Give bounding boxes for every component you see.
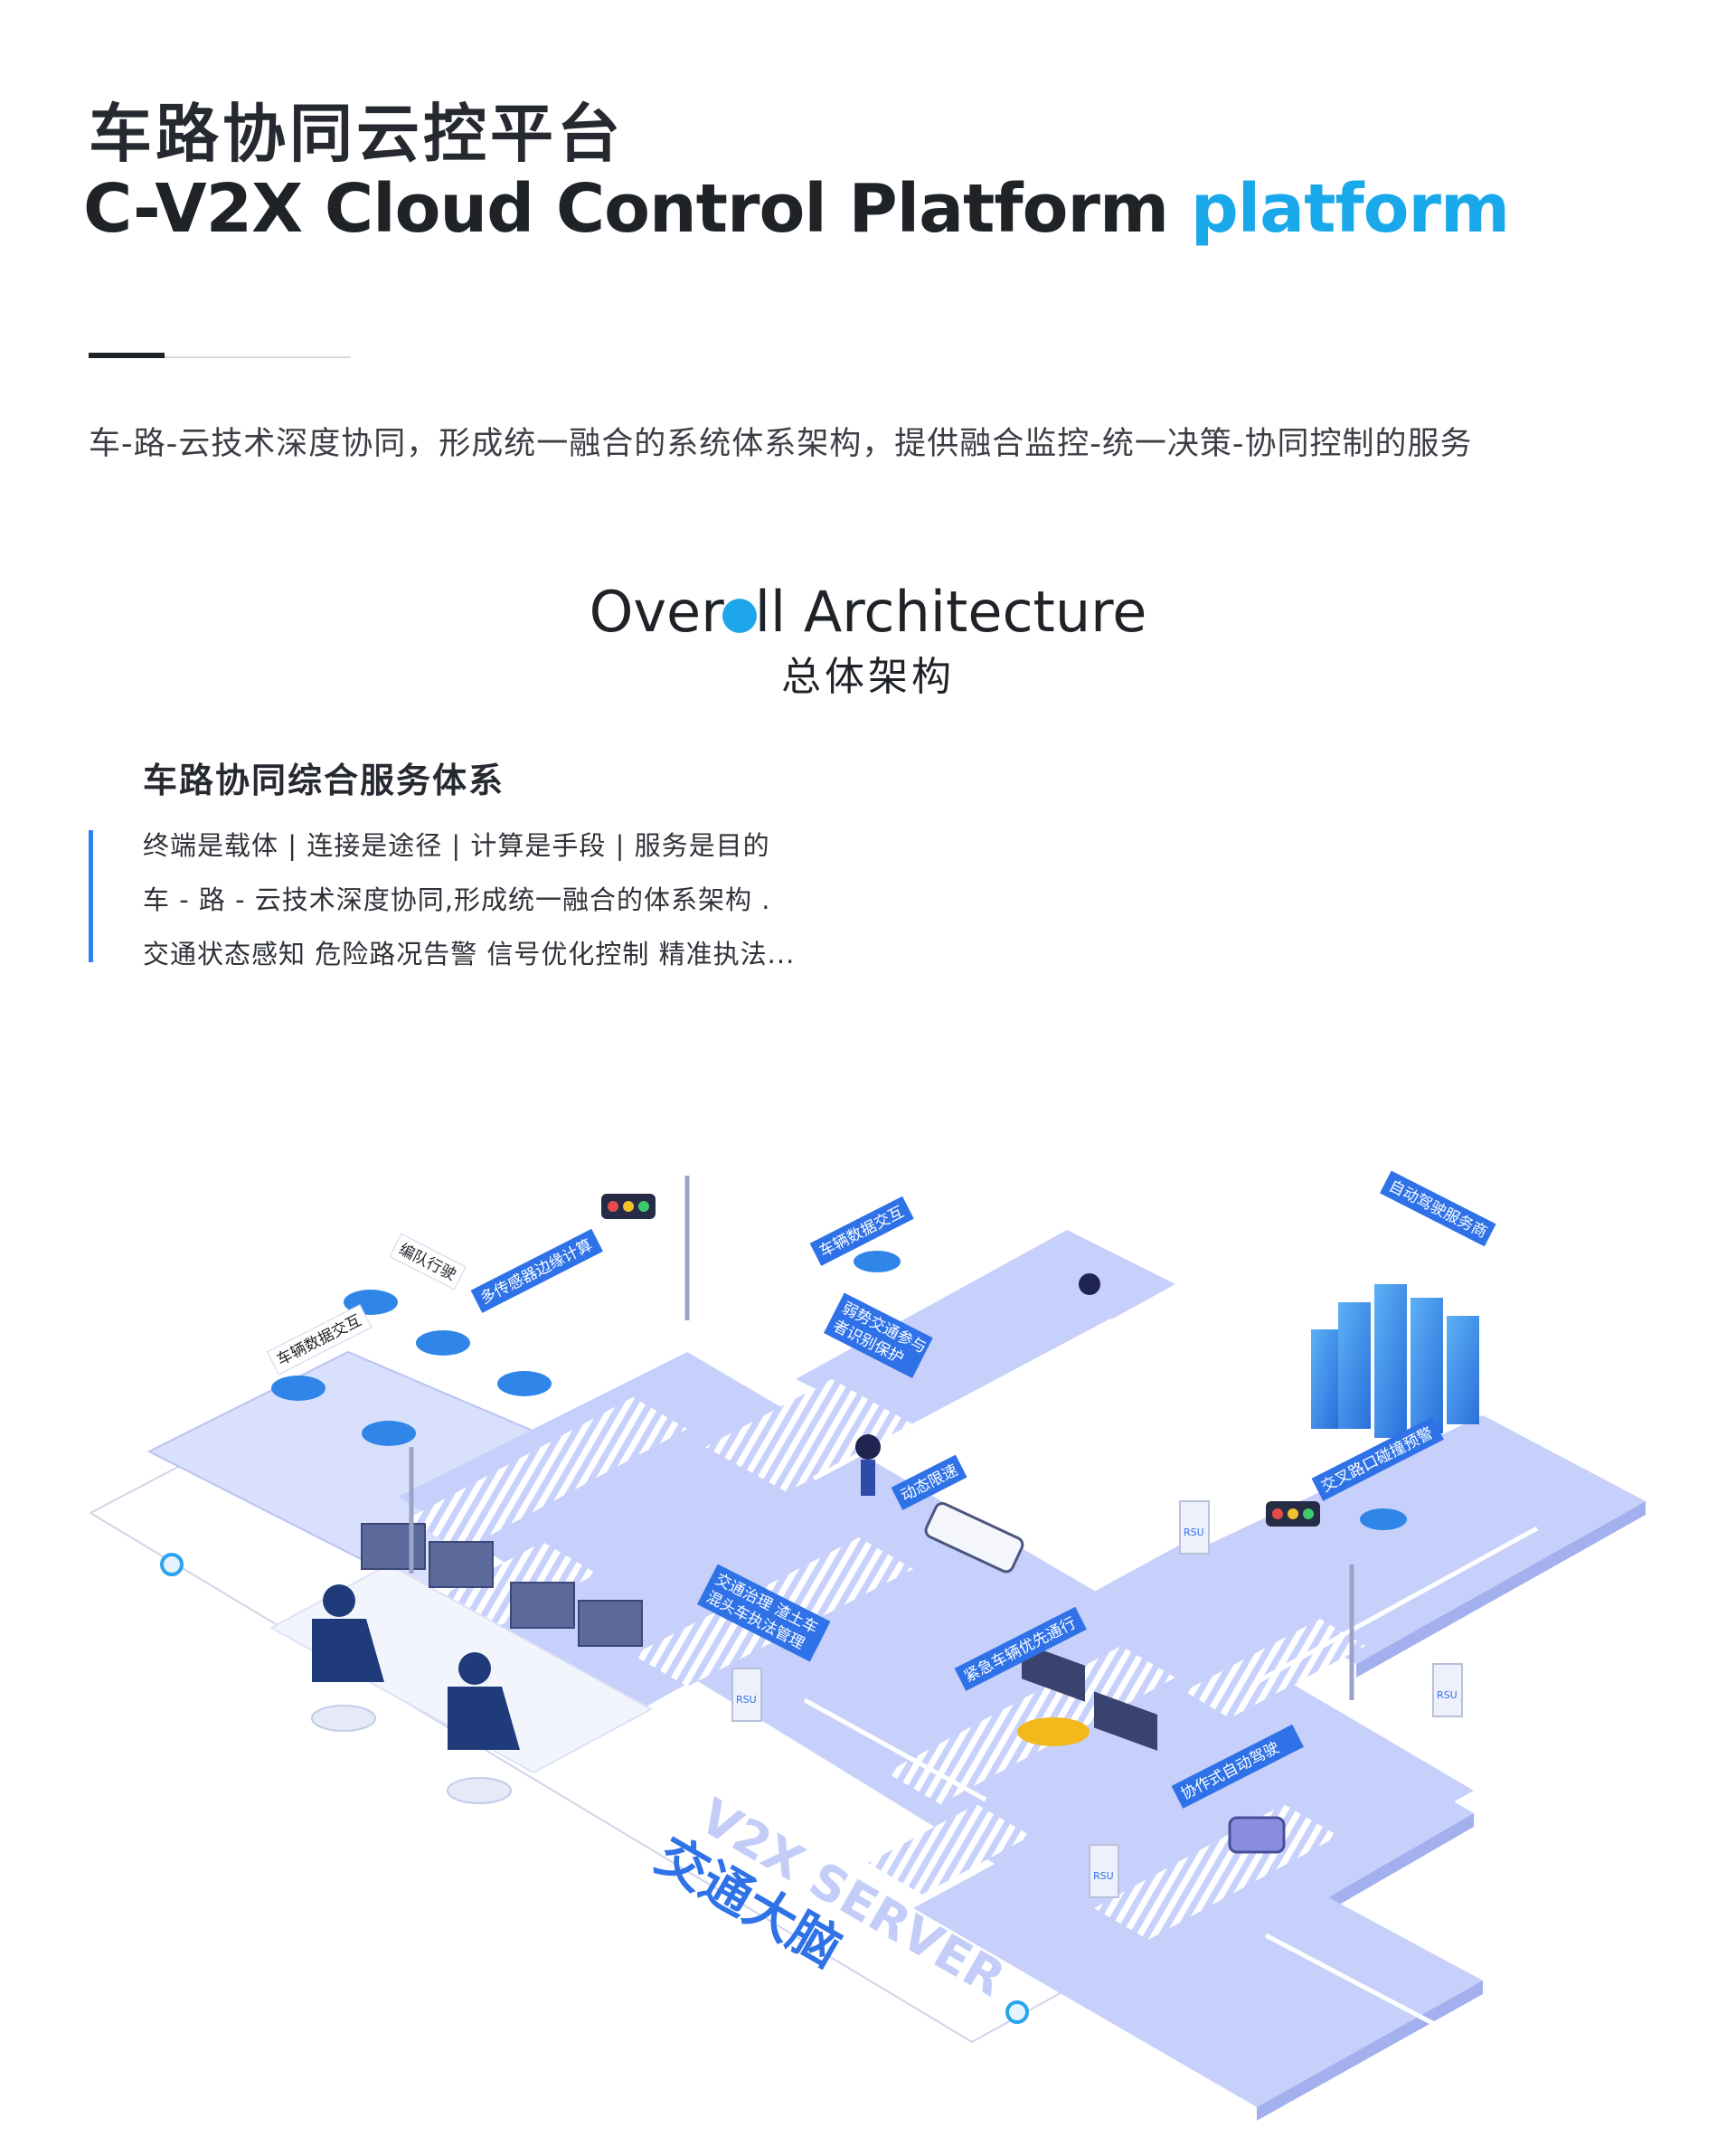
operator-1-head [323,1584,355,1617]
pedestrian-icon [855,1434,881,1460]
tag-text: 多传感器边缘计算 [477,1236,595,1309]
traffic-light-icon [1266,1501,1354,1700]
chair-base-icon [311,1705,376,1732]
rsu-label: RSU [1437,1689,1458,1701]
page-title-en-accent: platform [1190,170,1510,248]
page-title-en-main: C-V2X Cloud Control Platform [83,170,1169,248]
car-icon [271,1376,326,1401]
service-system-title: 车路协同综合服务体系 [143,761,505,800]
tag-auto-driving-vendor: 自动驾驶服务商 [1380,1170,1496,1247]
city-buildings-icon [1311,1284,1479,1438]
chair-base-icon [447,1777,512,1804]
rsu-units: RSU RSU RSU RSU [731,1500,1463,1898]
tag-multi-sensor: 多传感器边缘计算 [470,1228,603,1313]
architecture-title-cn: 总体架构 [781,654,955,700]
node-dot-bottom [1005,2000,1029,2024]
crosswalk-7 [868,1804,1031,1895]
vehicles [271,1251,1407,1854]
rsu-label: RSU [1184,1527,1204,1538]
monitor-icon [361,1523,426,1570]
operator-2-body [448,1687,520,1750]
rsu-icon: RSU [731,1668,762,1722]
satellite-icon [1022,1273,1157,1751]
rsu-icon: RSU [1179,1500,1210,1555]
tag-fleet: 编队行驶 [389,1233,467,1290]
tag-text: 自动驾驶服务商 [1386,1177,1490,1243]
rsu-label: RSU [1093,1870,1114,1882]
architecture-title-en-part1: Over [589,579,724,645]
node-dot-left [160,1553,184,1576]
tag-text: 车辆数据交互 [816,1203,907,1261]
title-underline-thin [165,356,351,358]
bus-icon [924,1502,1024,1574]
architecture-illustration: RSU RSU RSU RSU 车辆数据交互 编队行驶 多传感器边缘计算 车辆数… [90,1170,1646,2121]
car-icon [1360,1508,1407,1530]
page-title-cn: 车路协同云控平台 [89,97,624,171]
car-icon [854,1251,901,1272]
cloud-dot-icon [722,599,757,633]
autonomous-shuttle-icon [1228,1816,1286,1854]
rsu-icon: RSU [1089,1844,1119,1898]
architecture-title-en: Over ll Architecture [0,579,1736,645]
taxi-icon [1017,1717,1090,1746]
monitor-icon [429,1541,494,1588]
monitor-icon [578,1600,643,1647]
operator-2-head [458,1652,491,1685]
traffic-light-icon [601,1176,690,1320]
crosswalk-6 [1184,1619,1365,1718]
control-room [269,1523,654,1804]
crosswalk-2 [705,1379,913,1492]
architecture-title-en-part2: ll Architecture [754,579,1147,645]
car-icon [416,1330,470,1356]
rsu-label: RSU [736,1694,757,1706]
page-title-en: C-V2X Cloud Control Platform platform [83,170,1510,248]
lead-text: 车-路-云技术深度协同，形成统一融合的系统体系架构，提供融合监控-统一决策-协同… [89,426,1473,462]
title-underline-bold [89,353,165,358]
service-line-2: 车 - 路 - 云技术深度协同,形成统一融合的体系架构 . [143,884,771,915]
car-icon [362,1421,416,1446]
monitor-icon [510,1582,575,1629]
rsu-icon: RSU [1432,1663,1463,1717]
car-icon [497,1371,552,1396]
crosswalk-1 [407,1397,687,1551]
service-system-accent-bar [89,830,93,962]
operator-1-body [312,1619,384,1682]
service-line-3: 交通状态感知 危险路况告警 信号优化控制 精准执法... [143,939,796,969]
service-line-1: 终端是载体 | 连接是途径 | 计算是手段 | 服务是目的 [143,830,770,861]
pedestrian-body [861,1460,875,1496]
